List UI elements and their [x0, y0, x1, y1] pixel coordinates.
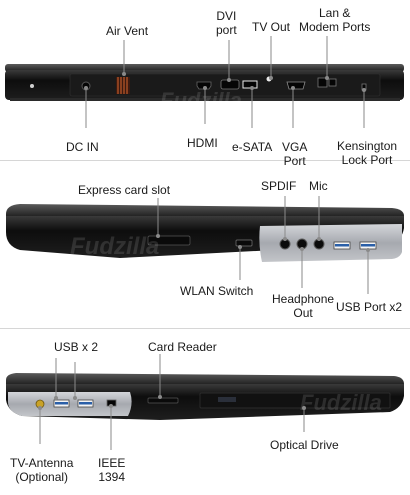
- ieee-1394-port-icon: [106, 399, 117, 407]
- right-leader-lines: [156, 196, 370, 294]
- kensington-label: Kensington Lock Port: [337, 139, 397, 167]
- vga-label-line1: VGA: [282, 140, 308, 154]
- wlan-switch-icon: [235, 239, 253, 247]
- tv-antenna-label: TV-Antenna (Optional): [10, 456, 73, 484]
- kensington-label-line1: Kensington: [337, 139, 398, 153]
- left-side-laptop: Fudzilla: [6, 373, 404, 420]
- headphone-label-line1: Headphone: [272, 292, 335, 306]
- ieee-label-line1: IEEE: [98, 456, 126, 470]
- vga-label-line2: Port: [283, 154, 306, 168]
- mic-jack-icon: [313, 238, 325, 250]
- hdmi-label: HDMI: [187, 136, 218, 150]
- spdif-label: SPDIF: [261, 179, 297, 193]
- express-card-label: Express card slot: [78, 183, 171, 197]
- dc-in-label: DC IN: [66, 140, 99, 154]
- tv-antenna-label-line2: (Optional): [15, 470, 69, 484]
- ieee-1394-label: IEEE 1394: [98, 456, 125, 484]
- rear-leader-lines: [84, 36, 366, 128]
- right-side-laptop: Fudzilla: [6, 204, 404, 262]
- air-vent-label: Air Vent: [106, 24, 149, 38]
- vga-port-label: VGA Port: [282, 140, 307, 168]
- panel-divider: [0, 160, 410, 161]
- mic-label: Mic: [309, 179, 328, 193]
- wlan-switch-label: WLAN Switch: [180, 284, 254, 298]
- air-vent-grille-icon: [116, 77, 130, 94]
- tv-out-label: TV Out: [252, 20, 291, 34]
- esata-port-icon: [242, 80, 258, 89]
- tv-antenna-label-line1: TV-Antenna: [10, 456, 74, 470]
- headphone-label-line2: Out: [293, 306, 313, 320]
- usb-x2-label: USB x 2: [54, 340, 99, 354]
- headphone-jack-icon: [296, 238, 308, 250]
- card-reader-label: Card Reader: [148, 340, 217, 354]
- ieee-label-line2: 1394: [98, 470, 126, 484]
- lan-modem-label-line1: Lan &: [319, 6, 351, 20]
- headphone-out-label: Headphone Out: [272, 292, 334, 320]
- hdmi-port-icon: [196, 81, 212, 90]
- esata-label: e-SATA: [232, 140, 273, 154]
- tv-antenna-port-icon: [35, 399, 45, 409]
- watermark-text: Fudzilla: [300, 390, 382, 415]
- kensington-lock-icon: [361, 83, 367, 91]
- express-card-slot-icon: [147, 235, 191, 246]
- optical-drive-label: Optical Drive: [270, 438, 339, 452]
- lan-modem-label: Lan & Modem Ports: [299, 6, 370, 34]
- panel-divider: [0, 328, 410, 329]
- optical-drive-icon: [199, 392, 391, 409]
- kensington-label-line2: Lock Port: [341, 153, 393, 167]
- modem-port-icon: [328, 78, 337, 87]
- left-leader-lines: [38, 354, 306, 450]
- dvi-port-label: DVI port: [216, 9, 237, 37]
- lan-modem-label-line2: Modem Ports: [299, 20, 371, 34]
- watermark-text: Fudzilla: [160, 88, 242, 113]
- rear-panel-laptop: Fudzilla: [5, 64, 404, 113]
- watermark-text: Fudzilla: [70, 233, 159, 260]
- dvi-label-line2: port: [216, 23, 237, 37]
- power-indicator-icon: [30, 84, 34, 88]
- spdif-jack-icon: [279, 238, 291, 250]
- dvi-label-line1: DVI: [216, 9, 237, 23]
- card-reader-slot-icon: [147, 397, 179, 404]
- vga-port-icon: [286, 81, 306, 90]
- lan-port-icon: [317, 77, 328, 88]
- usb-port-x2-label: USB Port x2: [336, 300, 403, 314]
